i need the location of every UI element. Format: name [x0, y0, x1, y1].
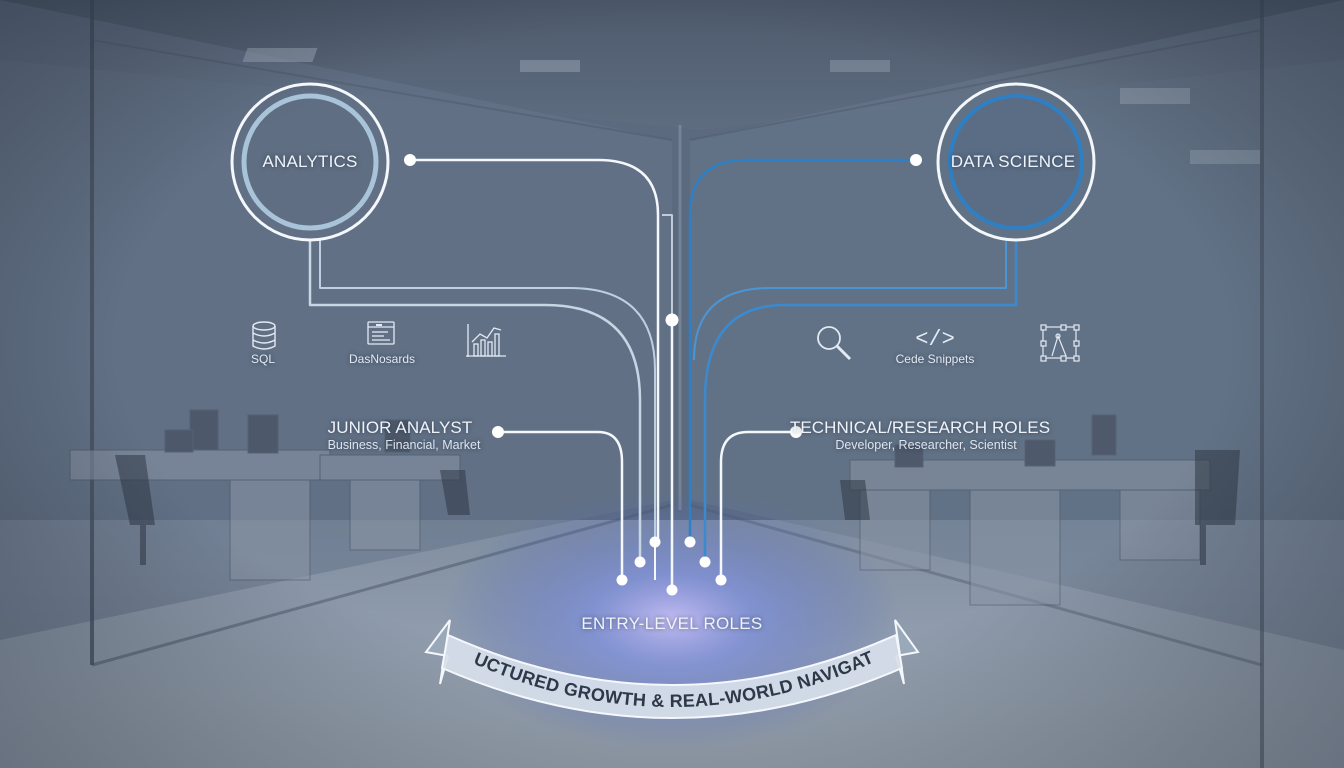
dashboard-window-icon — [367, 321, 395, 345]
node-dot — [616, 574, 628, 586]
magnifier-icon — [817, 326, 852, 361]
entry-level-label: ENTRY-LEVEL ROLES — [581, 614, 763, 633]
node-dot — [649, 536, 661, 548]
node-dot — [492, 426, 504, 438]
analytics-label: ANALYTICS — [262, 152, 358, 171]
code-brackets-icon: </> — [915, 327, 955, 352]
node-dot — [684, 536, 696, 548]
network-nodes-icon — [1040, 324, 1080, 362]
sql-label: SQL — [250, 352, 276, 366]
svg-text:</>: </> — [915, 327, 955, 352]
node-dot — [634, 556, 646, 568]
path-nodes — [404, 154, 922, 596]
database-icon — [252, 321, 276, 350]
technical-research-title: TECHNICAL/RESEARCH ROLES — [789, 418, 1051, 437]
junior-analyst-title: JUNIOR ANALYST — [327, 418, 473, 437]
analytics-circle — [230, 82, 390, 242]
node-dot — [699, 556, 711, 568]
node-dot — [665, 313, 679, 327]
dashboards-label: DasNosards — [348, 352, 416, 366]
technical-research-subtitle: Developer, Researcher, Scientist — [835, 438, 1017, 452]
junior-analyst-subtitle: Business, Financial, Market — [327, 438, 481, 452]
data-science-label: DATA SCIENCE — [950, 152, 1076, 171]
path-lines — [308, 158, 1018, 590]
node-dot — [666, 584, 678, 596]
node-dot — [715, 574, 727, 586]
node-dot — [910, 154, 922, 166]
node-dot — [404, 154, 416, 166]
bar-chart-icon — [466, 324, 506, 357]
node-dot — [790, 426, 802, 438]
data-science-circle — [936, 82, 1096, 242]
code-snippets-label: Cede Snippets — [895, 352, 975, 366]
